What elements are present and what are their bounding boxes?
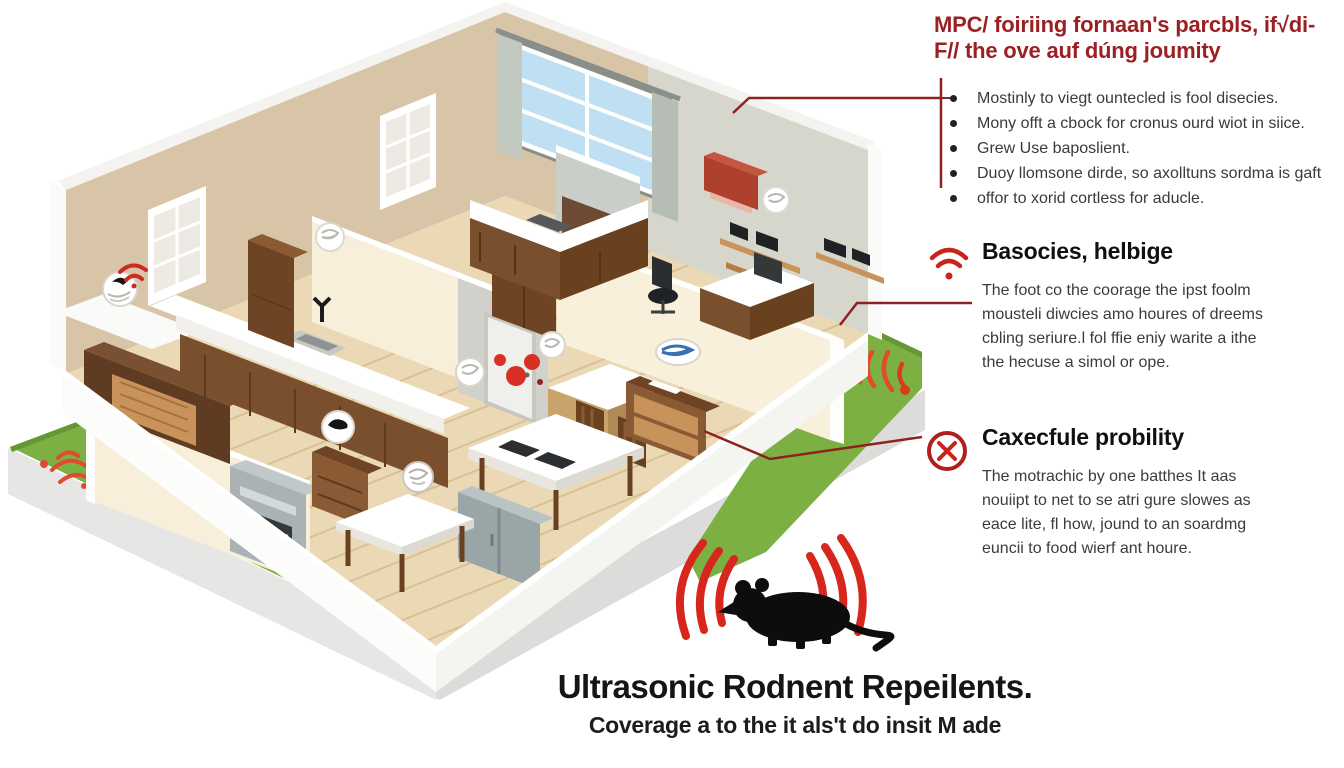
office <box>648 152 884 340</box>
window-left-1 <box>148 186 206 306</box>
office-chair <box>648 256 678 314</box>
bullet-item: offor to xorid cortless for aducle. <box>946 186 1338 211</box>
rodent-activity-scribble-left <box>40 450 90 489</box>
leader-lines <box>703 78 972 461</box>
section-basocies: Basocies, helbige The foot co the coorag… <box>982 238 1342 375</box>
ultrasonic-repeller-icon-7 <box>538 331 566 359</box>
annotation-title: MPC/ foiriing fornaan's parcbls, if√di- … <box>934 12 1340 64</box>
footer-title: Ultrasonic Rodnent Repeilents. <box>557 668 1033 705</box>
office-desk <box>700 252 814 340</box>
balloon-decor-icons <box>494 354 543 386</box>
kitchen-window <box>495 27 681 222</box>
rat-sound-graphic <box>675 534 895 652</box>
section-caxecfule: Caxecfule probility The motrachic by one… <box>982 424 1342 561</box>
bullet-item: Mony offt a cbock for cronus ourd wiot i… <box>946 111 1338 136</box>
annotation-title-line-1: MPC/ foiriing fornaan's parcbls, if√di- <box>934 12 1316 37</box>
ultrasonic-repeller-icon-4 <box>762 186 790 214</box>
crossed-circle-icon <box>927 431 967 471</box>
ultrasonic-repeller-icon-1 <box>102 263 148 307</box>
sink <box>284 330 346 356</box>
tall-cabinet <box>248 234 308 348</box>
faucet-icon <box>312 296 332 322</box>
sound-waves-icon-left <box>675 539 738 640</box>
dining-set <box>468 400 646 530</box>
ultrasonic-repeller-icon-5 <box>402 461 434 493</box>
rat-icon <box>718 578 895 652</box>
bullet-item: Mostinly to viegt ountecled is fool dise… <box>946 86 1338 111</box>
furniture <box>56 152 884 592</box>
ultrasonic-repeller-icon-6 <box>455 357 485 387</box>
corner-kitchen <box>470 200 648 300</box>
footer-subtitle: Coverage a to the it als't do insit M ad… <box>588 712 1002 738</box>
leader-line-3 <box>703 429 923 461</box>
curtain-left <box>498 34 522 160</box>
bullet-item: Duoy llomsone dirde, so axolltuns sordma… <box>946 161 1338 186</box>
small-dresser <box>312 446 382 528</box>
dresser <box>626 376 720 466</box>
gray-cabinet <box>458 486 554 590</box>
coffee-table <box>336 494 474 592</box>
curtain-right <box>652 92 678 222</box>
ultrasonic-repeller-icon-3 <box>655 338 701 366</box>
cooktop-1 <box>498 440 540 457</box>
section-heading: Basocies, helbige <box>982 238 1173 264</box>
dining-table <box>468 414 644 530</box>
kitchen-counter <box>150 295 470 488</box>
wifi-signal-icon <box>118 263 148 289</box>
bullet-list: Mostinly to viegt ountecled is fool dise… <box>946 86 1338 211</box>
section-body: The motrachic by one batthes It aas noui… <box>982 468 1251 557</box>
repeller-devices <box>102 186 790 493</box>
red-wall-cabinet <box>704 152 768 214</box>
ultrasonic-repeller-icon-2 <box>315 222 345 252</box>
annotation-title-line-2: F// the ove auf dúng joumity <box>934 38 1221 63</box>
leader-line-2 <box>839 301 972 326</box>
wall-kitchen-divider <box>312 216 458 378</box>
rat-in-circle-icon <box>321 410 355 444</box>
front-walls <box>50 332 868 692</box>
window-left-2 <box>380 93 436 210</box>
leader-line-1 <box>732 96 941 114</box>
wifi-icon <box>929 247 969 280</box>
section-heading: Caxecfule probility <box>982 424 1184 450</box>
bullet-item: Grew Use baposlient. <box>946 136 1338 161</box>
section-body: The foot co the coorage the ipst foolm m… <box>982 282 1264 371</box>
cooktop-2 <box>534 452 576 469</box>
